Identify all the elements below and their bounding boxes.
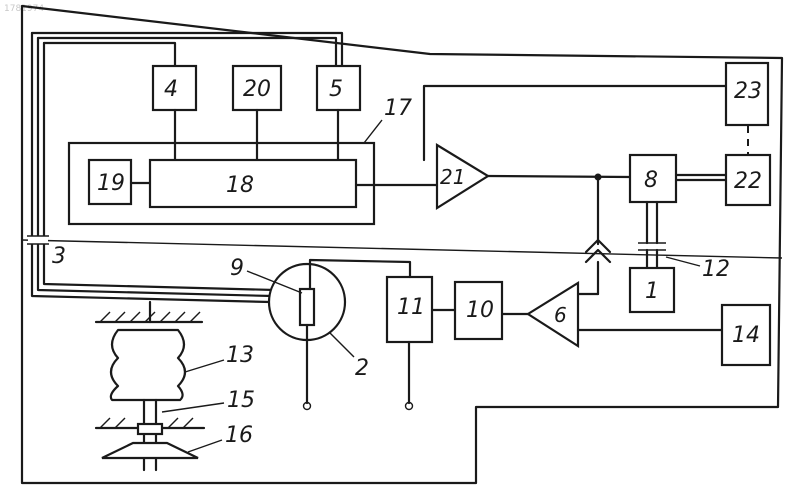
housing-divider-line [22, 240, 782, 258]
label-4: 4 [164, 77, 178, 102]
label-11: 11 [397, 295, 425, 320]
leader-17 [364, 120, 382, 143]
label-10: 10 [466, 298, 494, 323]
label-2: 2 [355, 356, 369, 381]
label-9: 9 [230, 256, 244, 281]
label-15: 15 [227, 388, 255, 413]
label-5: 5 [329, 77, 343, 102]
label-3: 3 [52, 244, 66, 269]
housing-outline [22, 6, 782, 483]
leader-12 [666, 257, 700, 266]
label-14: 14 [732, 323, 760, 348]
label-22: 22 [734, 169, 762, 194]
leader-2 [330, 333, 354, 357]
label-23: 23 [734, 79, 762, 104]
leader-15 [162, 403, 224, 412]
leader-16 [188, 440, 222, 452]
label-16: 16 [225, 423, 253, 448]
valve-16 [102, 443, 198, 458]
bellows-13 [111, 330, 185, 400]
label-12: 12 [702, 257, 730, 282]
link-21-8 [488, 176, 630, 177]
leader-13 [185, 360, 224, 372]
label-21: 21 [440, 165, 465, 189]
sensor-9 [300, 289, 314, 325]
label-18: 18 [226, 173, 254, 198]
connector-chevron-b [586, 250, 610, 262]
label-8: 8 [644, 168, 658, 193]
label-6: 6 [554, 303, 567, 327]
label-19: 19 [97, 171, 125, 196]
label-13: 13 [226, 343, 254, 368]
label-1: 1 [645, 279, 659, 304]
rod-bushing [138, 424, 162, 434]
amplifier-6 [528, 283, 578, 346]
label-20: 20 [243, 77, 271, 102]
label-17: 17 [384, 96, 412, 121]
cable-break-3 [28, 236, 48, 244]
link-21-23 [424, 86, 726, 160]
